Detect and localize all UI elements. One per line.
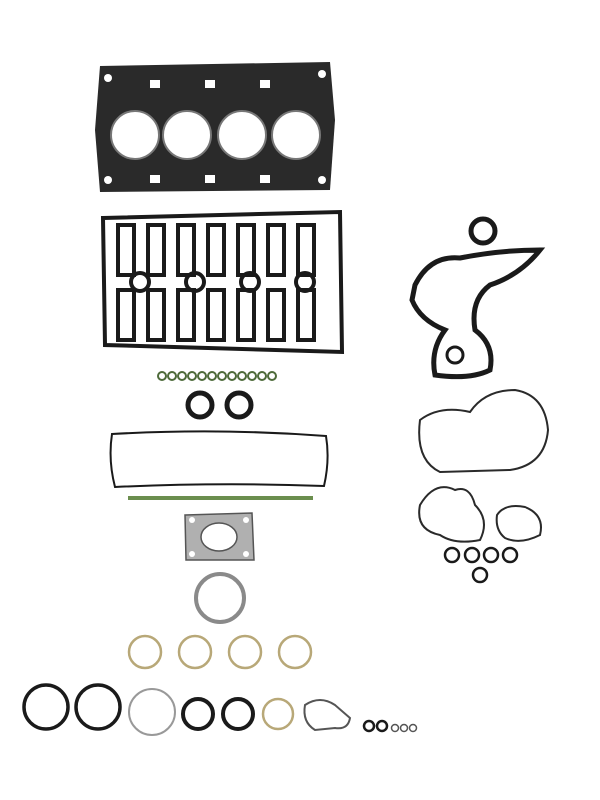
small-o-rings-right	[443, 546, 519, 584]
cylinder-head-gasket	[95, 62, 335, 192]
oil-pan-gaskets	[418, 388, 550, 543]
valve-stem-seals	[157, 371, 277, 381]
camshaft-seals	[185, 390, 254, 420]
bottom-seals	[22, 683, 418, 736]
exhaust-ring-gasket	[194, 572, 246, 624]
intake-manifold-gasket	[109, 430, 329, 489]
strip-seal	[128, 496, 313, 500]
exhaust-flange-gasket	[184, 512, 255, 561]
o-rings-tan	[127, 634, 313, 670]
timing-cover-gasket	[409, 216, 546, 380]
valve-cover-gasket	[100, 209, 345, 355]
